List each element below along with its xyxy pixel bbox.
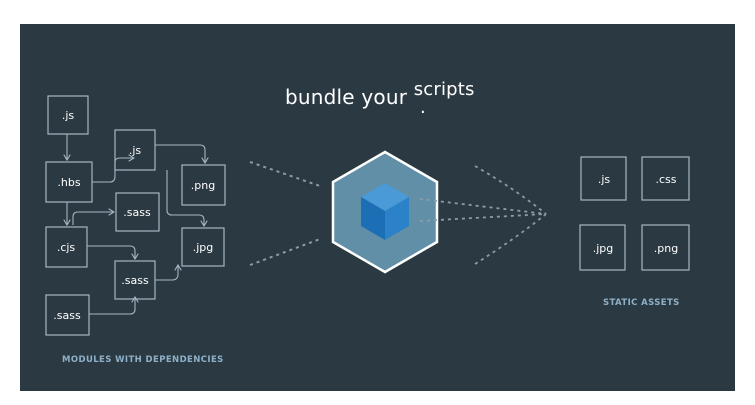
asset-label-css: .css	[655, 173, 676, 186]
module-label-png: .png	[191, 179, 215, 192]
module-label-cjs: .cjs	[57, 241, 76, 254]
module-box-png	[181, 164, 226, 206]
headline: bundle your scripts .	[285, 79, 475, 118]
assets-caption: STATIC ASSETS	[603, 298, 680, 308]
asset-box-js	[580, 156, 627, 201]
arrow-cjs-to-sass-2	[87, 245, 135, 259]
asset-label-jpg: .jpg	[593, 242, 614, 255]
module-box-jpg	[181, 227, 225, 267]
headline-word: scripts	[413, 79, 475, 100]
input-dotted-lines	[249, 161, 321, 266]
module-box-cjs	[45, 226, 88, 268]
dependency-arrows	[67, 134, 205, 315]
webpack-cube-icon	[331, 150, 439, 274]
module-box-js-1	[47, 95, 89, 135]
asset-label-png: .png	[654, 242, 678, 255]
module-box-sass-1	[45, 294, 90, 336]
module-box-hbs	[45, 161, 93, 203]
module-label-jpg: .jpg	[193, 241, 214, 254]
arrow-cjs-to-sass	[72, 212, 114, 225]
module-label-sass-1: .sass	[53, 309, 81, 322]
asset-box-css	[641, 156, 690, 201]
arrow-js-to-png	[155, 144, 205, 163]
module-label-sass-2: .sass	[123, 206, 151, 219]
module-label-js-2: .js	[129, 144, 142, 157]
module-label-js-1: .js	[62, 109, 75, 122]
module-label-hbs: .hbs	[57, 176, 80, 189]
arrow-js-to-jpg	[166, 170, 204, 226]
headline-prefix: bundle your	[285, 85, 408, 109]
diagram-panel: bundle your scripts .	[20, 24, 735, 391]
module-box-js-2	[114, 129, 156, 171]
bundle-diagram: .js .hbs .cjs .sass .js .sass .sass .png…	[45, 95, 690, 336]
headline-dot: .	[420, 97, 426, 118]
asset-label-js: .js	[598, 173, 611, 186]
asset-box-jpg	[579, 224, 626, 271]
output-dotted-lines	[419, 165, 547, 265]
module-box-sass-2	[115, 192, 160, 232]
asset-box-png	[641, 224, 690, 271]
modules-caption: MODULES WITH DEPENDENCIES	[62, 355, 224, 365]
module-box-sass-3	[114, 260, 156, 300]
module-label-sass-3: .sass	[121, 274, 149, 287]
arrow-sass-to-sass	[89, 297, 135, 315]
arrow-sass-to-jpg	[155, 265, 178, 281]
